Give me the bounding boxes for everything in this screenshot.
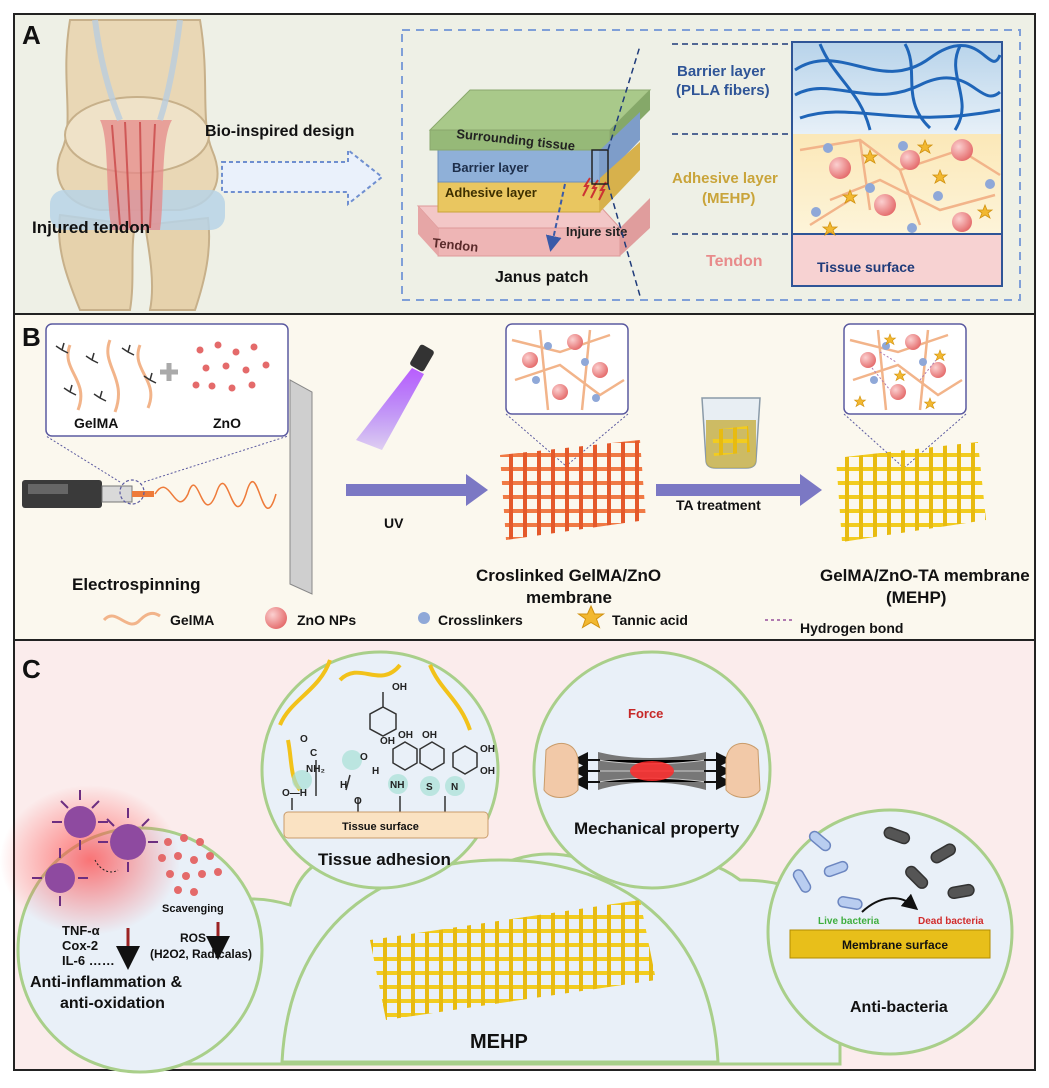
injured-tendon-label: Injured tendon xyxy=(32,218,150,237)
chem-c: C xyxy=(310,748,317,759)
injure-site-label: Injure site xyxy=(566,224,627,239)
detail-barrier-label-1: Barrier layer xyxy=(677,63,766,80)
legend-zno-label: ZnO NPs xyxy=(297,612,356,628)
mechanical-property-circle xyxy=(532,650,772,890)
ros-label: ROS xyxy=(180,931,206,945)
chem-oh-1: OH xyxy=(392,682,407,693)
tissue-adhesion-circle xyxy=(260,650,500,890)
mehp-mesh xyxy=(370,900,656,1020)
force-label: Force xyxy=(628,706,663,721)
zno-label: ZnO xyxy=(213,415,241,431)
detail-barrier-label-2: (PLLA fibers) xyxy=(676,82,770,99)
final-zoom xyxy=(843,323,967,415)
tnf-label: TNF-α xyxy=(62,923,100,938)
ta-beaker xyxy=(701,397,761,469)
chem-nh: NH xyxy=(390,780,404,791)
electrospinning-jet xyxy=(154,480,277,510)
chem-oh-6: OH xyxy=(480,766,495,777)
legend-crosslinker-swatch xyxy=(418,612,430,624)
chem-s: S xyxy=(426,782,433,793)
panel-b-letter: B xyxy=(22,322,41,352)
ta-treatment-label: TA treatment xyxy=(676,497,761,513)
design-arrow xyxy=(221,147,384,207)
anti-inflammation-label-1: Anti-inflammation & xyxy=(30,974,182,991)
ros-detail-label: (H2O2, Radicalas) xyxy=(150,947,252,961)
chem-o-1: O xyxy=(360,752,368,763)
anti-inflammation-circle xyxy=(0,785,264,1074)
mehp-label: MEHP xyxy=(470,1031,528,1053)
janus-patch-label: Janus patch xyxy=(495,269,588,286)
uv-label: UV xyxy=(384,515,404,531)
uv-lamp xyxy=(356,344,434,450)
final-label-1: GelMA/ZnO-TA membrane xyxy=(820,566,1030,585)
chem-oh-4: OH xyxy=(398,730,413,741)
final-label-2: (MEHP) xyxy=(886,588,946,607)
layer-detail-box xyxy=(791,41,1003,287)
legend-gelma-swatch xyxy=(102,611,161,626)
panel-c: C MEHP xyxy=(0,639,1036,1074)
adhesive-layer-label: Adhesive layer xyxy=(445,185,537,200)
materials-box xyxy=(45,323,289,437)
panel-a-letter: A xyxy=(22,20,41,50)
gelma-label: GelMA xyxy=(74,415,118,431)
chem-h-2: H xyxy=(340,780,347,791)
anti-bacteria-circle xyxy=(766,808,1014,1056)
uv-arrow xyxy=(346,474,488,506)
crosslinked-label-1: Croslinked GelMA/ZnO xyxy=(476,566,661,585)
membrane-surface-label: Membrane surface xyxy=(842,938,948,952)
janus-detail-frame xyxy=(401,29,1021,301)
chem-oh-5: OH xyxy=(480,744,495,755)
legend-tannic-swatch xyxy=(576,604,606,629)
collector-plate xyxy=(289,379,313,595)
knee-illustration xyxy=(50,19,225,311)
scavenging-label: Scavenging xyxy=(162,903,224,915)
ta-arrow xyxy=(656,474,822,506)
chem-oh-3: OH xyxy=(422,730,437,741)
panel-c-letter: C xyxy=(22,654,41,684)
chem-nh2: NH₂ xyxy=(306,764,325,775)
detail-adhesive-label-1: Adhesive layer xyxy=(672,170,778,187)
legend-zno-swatch xyxy=(265,607,287,629)
chem-n: N xyxy=(451,782,458,793)
barrier-layer-label: Barrier layer xyxy=(452,160,529,175)
panel-b-legend xyxy=(102,604,795,629)
chem-o-2: O xyxy=(300,734,308,745)
crosslinked-mesh xyxy=(500,440,646,540)
tissue-surface-label-a: Tissue surface xyxy=(817,259,915,275)
detail-adhesive-label-2: (MEHP) xyxy=(702,190,755,207)
tissue-adhesion-label: Tissue adhesion xyxy=(318,850,451,869)
cox-label: Cox-2 xyxy=(62,938,98,953)
legend-hbond-label: Hydrogen bond xyxy=(800,620,903,636)
connector-top xyxy=(607,45,641,151)
chem-oh-2: OH xyxy=(380,736,395,747)
il6-label: IL-6 …… xyxy=(62,953,115,968)
crosslinked-zoom xyxy=(505,323,629,415)
legend-gelma-label: GelMA xyxy=(170,612,214,628)
syringe-pump xyxy=(22,479,154,508)
chem-h-1: H xyxy=(372,766,379,777)
detail-tendon-label: Tendon xyxy=(706,253,763,270)
chem-oh-bond: O—H xyxy=(282,788,307,799)
janus-patch-stack xyxy=(416,89,652,257)
panel-b: B GelMA ZnO xyxy=(13,313,1036,641)
mechanical-property-label: Mechanical property xyxy=(574,819,740,838)
dead-bacteria-label: Dead bacteria xyxy=(918,916,984,927)
final-mesh xyxy=(836,442,986,542)
anti-bacteria-label: Anti-bacteria xyxy=(850,999,948,1016)
panel-a: A Injured tendon Bio-inspired design xyxy=(13,13,1036,315)
electrospinning-label: Electrospinning xyxy=(72,575,200,594)
chem-o-3: O xyxy=(354,796,362,807)
legend-tannic-label: Tannic acid xyxy=(612,612,688,628)
tendon-layer-label: Tendon xyxy=(432,235,479,255)
bio-inspired-label: Bio-inspired design xyxy=(205,123,354,140)
crosslinked-label-2: membrane xyxy=(526,588,612,607)
legend-crosslinkers-label: Crosslinkers xyxy=(438,612,523,628)
live-bacteria-label: Live bacteria xyxy=(818,916,880,927)
tissue-surface-label-c: Tissue surface xyxy=(342,821,419,833)
anti-inflammation-label-2: anti-oxidation xyxy=(60,995,165,1012)
